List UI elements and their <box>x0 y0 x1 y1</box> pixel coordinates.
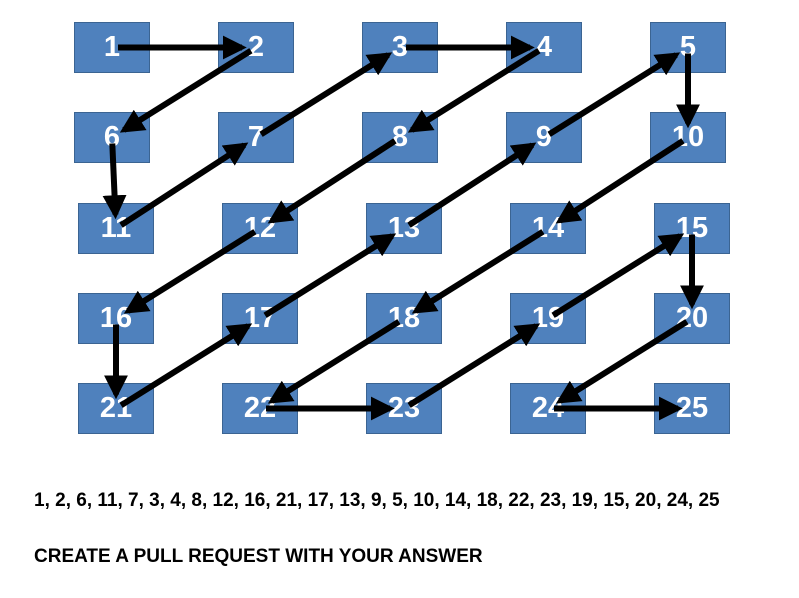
grid-cell-19: 19 <box>510 293 586 344</box>
grid-cell-20: 20 <box>654 293 730 344</box>
grid-cell-21: 21 <box>78 383 154 434</box>
grid-cell-13: 13 <box>366 203 442 254</box>
grid-cell-17: 17 <box>222 293 298 344</box>
grid-cell-10: 10 <box>650 112 726 163</box>
grid-cell-24: 24 <box>510 383 586 434</box>
grid-cell-9: 9 <box>506 112 582 163</box>
grid-cell-8: 8 <box>362 112 438 163</box>
grid-cell-11: 11 <box>78 203 154 254</box>
grid-cell-2: 2 <box>218 22 294 73</box>
grid-cell-22: 22 <box>222 383 298 434</box>
grid-cell-3: 3 <box>362 22 438 73</box>
grid-cell-25: 25 <box>654 383 730 434</box>
grid-cell-4: 4 <box>506 22 582 73</box>
grid-cell-16: 16 <box>78 293 154 344</box>
grid-cell-18: 18 <box>366 293 442 344</box>
grid-cell-5: 5 <box>650 22 726 73</box>
grid-cell-23: 23 <box>366 383 442 434</box>
grid-cell-14: 14 <box>510 203 586 254</box>
grid-cell-6: 6 <box>74 112 150 163</box>
instruction-text: CREATE A PULL REQUEST WITH YOUR ANSWER <box>34 546 483 567</box>
grid-cell-7: 7 <box>218 112 294 163</box>
grid-cell-12: 12 <box>222 203 298 254</box>
grid-cell-1: 1 <box>74 22 150 73</box>
sequence-text: 1, 2, 6, 11, 7, 3, 4, 8, 12, 16, 21, 17,… <box>34 490 720 511</box>
grid-cell-15: 15 <box>654 203 730 254</box>
